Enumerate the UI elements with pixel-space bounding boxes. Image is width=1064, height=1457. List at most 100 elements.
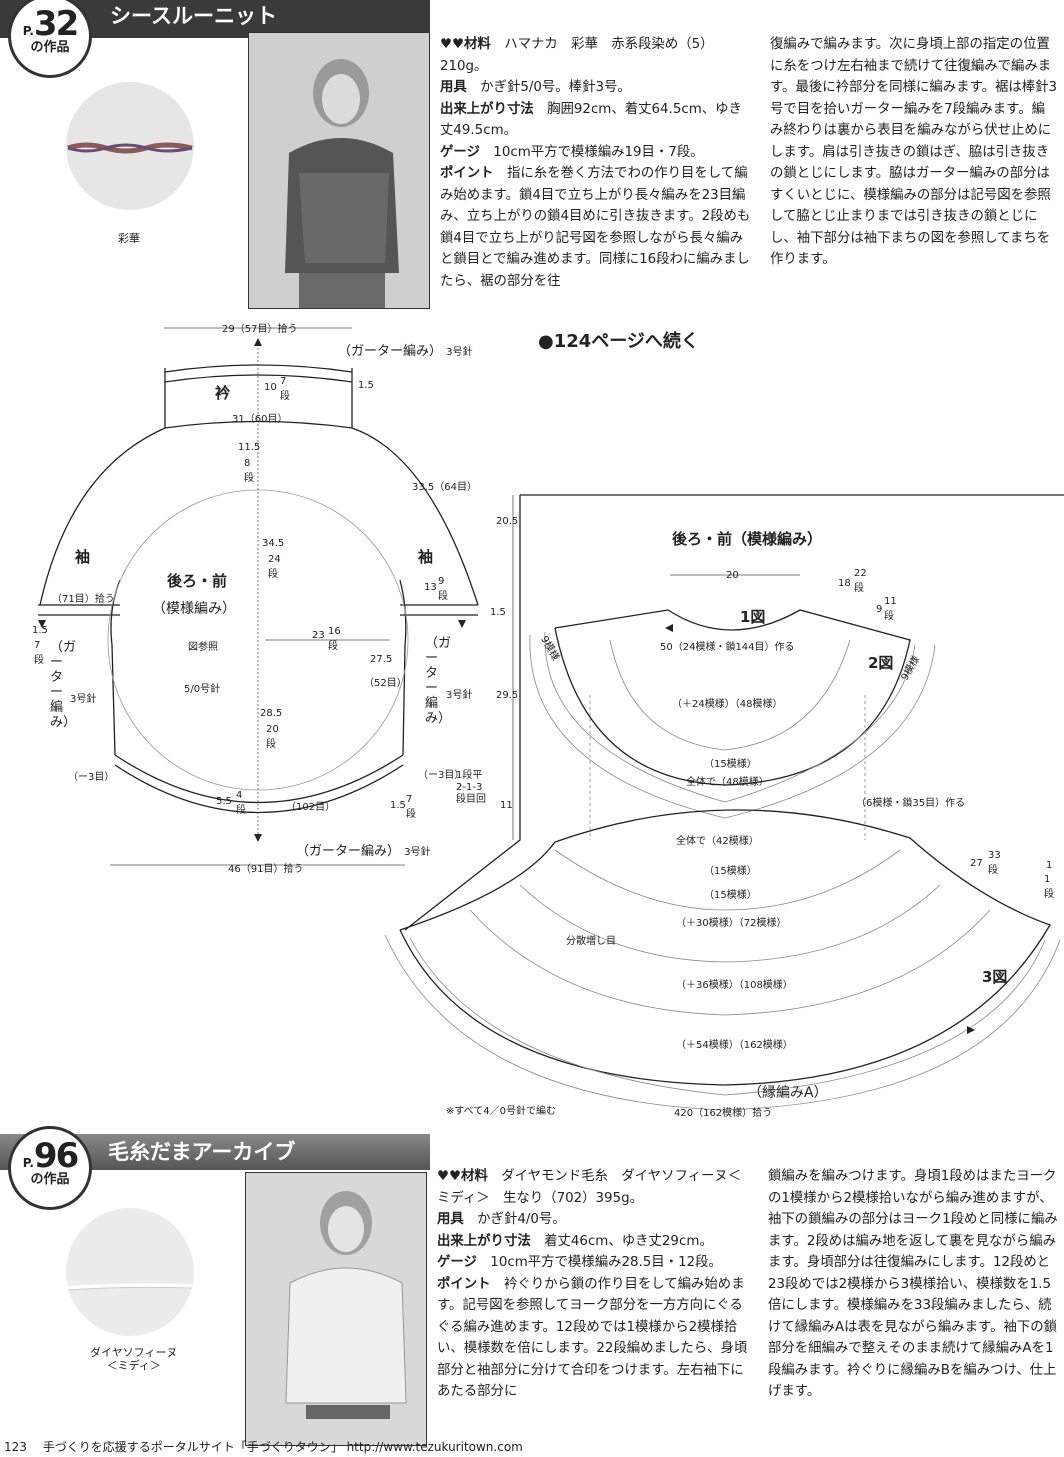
yarn-strand-icon [67,142,193,154]
lbl-52: （52目） [364,678,407,689]
lbl-11dan: 11段 [884,596,897,622]
note-all: ※すべて4／0号針で編む [446,1106,557,1117]
left-cuff [38,604,120,616]
right-sleeve-label: 袖 [418,548,434,566]
arrow-up-icon [254,338,262,346]
lbl-1-5-bottom: 1.5 [390,800,406,811]
lbl-1-5-top: 1.5 [358,380,374,391]
lbl-16dan: 16段 [328,626,341,652]
collar-outline [164,364,353,428]
top-swatch-label: 彩華 [118,232,140,245]
garter-right-label: （ガーター編み） [425,636,452,726]
lbl-4dan: 4段 [236,790,246,816]
r7: （15模様） [704,890,757,901]
bottom-gauge: ゲージ 10cm平方で模様編み28.5目・12段。 [437,1255,722,1270]
lbl-1-5-right: 1.5 [490,607,506,618]
arrow-left-icon [665,624,673,632]
badge-sub: の作品 [30,1172,70,1187]
lbl-bottom-width: 46（91目）拾う [228,864,304,875]
lbl-33-5: 33.5（64目） [412,482,477,493]
lbl-20-5: 20.5 [496,516,519,527]
fig-ref-label: 図参照 [188,642,218,653]
lbl-7dan-bottom: 7段 [406,794,416,820]
fig2-label: 2図 [868,654,894,672]
badge-number: 32 [33,4,79,44]
hem [114,754,404,814]
fig1-label: 1図 [740,608,766,626]
lbl-31: 31（60目） [232,414,288,425]
bottom-col2: 鎖編みを編みつけます。身頃1段めはまたヨークの1模様から2模様拾いながら編み進め… [768,1169,1058,1399]
lbl-8dan: 8段 [244,458,254,484]
top-point: ポイント 指に糸を巻く方法でわの作り目をして編み始めます。鎖4目で立ち上がり長々… [440,166,751,289]
lbl-102: （102目） [286,802,336,813]
footer-text: 手づくりを応援するポータルサイト「手づくりタウン」 [42,1440,343,1454]
pattern-label: （模様編み） [152,601,236,617]
lbl-22dan: 22段 [854,568,867,594]
lbl-29-5: 29.5 [496,690,519,701]
start-label: 50（24模様・鎖144目）作る [660,642,795,653]
arrow-down-icon [38,620,46,628]
continue-note: ●124ページへ続く [538,331,699,352]
lbl-18: 18 [838,578,851,589]
lbl-27-5: 27.5 [370,654,393,665]
lbl-10: 10 [264,382,277,393]
left-sleeve-outline [39,427,166,606]
badge-p: P. [22,1156,34,1170]
arrow-right-icon [967,1026,975,1034]
bottom-point: ポイント 衿ぐりから鎖の作り目をして編み始めます。記号図を参照してヨーク部分を一… [437,1276,748,1400]
bottom-model-photo [245,1172,427,1446]
back-front-label: 後ろ・前 [167,572,228,590]
note-dec: 1段平 2-1-3 段目回 [456,770,486,805]
needle-right: 3号針 [446,690,473,701]
lbl-5-5: 5.5 [216,796,232,807]
top-tools: 用具 かぎ針5/0号。棒針3号。 [440,80,631,95]
bottom-size: 出来上がり寸法 着丈46cm、ゆき丈29cm。 [437,1233,713,1249]
right-bottom: 420（162模様）拾う [674,1108,773,1119]
lbl-20: 20 [726,570,739,581]
badge-p: P. [22,24,34,38]
r10: （＋36模様）（108模様） [676,980,793,991]
top-yarn-swatch [66,82,194,210]
r4: （6模様・鎖35目）作る [856,798,966,809]
lbl-13: 13 [424,582,437,593]
model-photo-image [249,33,429,308]
lbl-23: 23 [312,630,325,641]
top-model-photo [248,32,430,309]
lbl-1-5-left: 1.5 [32,625,48,636]
bottom-title: 毛糸だまアーカイブ [108,1140,296,1164]
top-col2: 復編みで編みます。次に身頃上部の指定の位置に糸をつけ左右袖まで続けて往復編みで編… [770,37,1058,267]
footer-url[interactable]: http://www.tezukuritown.com [346,1440,523,1454]
lbl-1dan: 1段 [1044,874,1054,900]
lbl-7dan-left: 7段 [34,640,44,666]
lbl-11-5: 11.5 [238,442,261,453]
body-left [110,579,121,756]
pattern-diagrams [38,327,1064,1111]
bottom-materials: ♥♥材料 ダイヤモンド毛糸 ダイヤソフィーヌ＜ミディ＞ 生なり（702）395g… [437,1169,742,1206]
lbl-minus3-left: （ー3目） [68,772,115,783]
right-frame [404,494,1064,931]
lbl-71: （71目）拾う [52,594,115,605]
needle-left: 3号針 [70,694,97,705]
top-materials: ♥♥材料 ハマナカ 彩華 赤系段染め（5）210g。 [440,37,714,74]
r9: 分散増し目 [566,936,616,947]
lbl-33dan: 33段 [988,850,1001,876]
footer: 123 手づくりを応援するポータルサイト「手づくりタウン」 http://www… [4,1438,523,1455]
yoke-piece [554,609,911,786]
bottom-yarn-swatch [66,1208,194,1336]
r2: （15模様） [704,759,757,770]
garter-top-label: （ガーター編み） 3号針 [338,344,473,359]
garter-left-label: （ガーター編み） [50,640,77,730]
badge-sub: の作品 [30,40,70,55]
r1: （＋24模様）（48模様） [672,699,783,710]
bottom-tools: 用具 かぎ針4/0号。 [437,1212,566,1227]
top-gauge: ゲージ 10cm平方で模様編み19目・7段。 [440,144,704,160]
bottom-swatch-label: ダイヤソフィーヌ ＜ミディ＞ [90,1346,178,1372]
lbl-7dan: 7段 [280,376,290,402]
page-number: 123 [4,1440,27,1454]
badge-number: 96 [33,1136,79,1176]
lbl-11: 11 [500,800,513,811]
top-col1: ♥♥材料 ハマナカ 彩華 赤系段染め（5）210g。 用具 かぎ針5/0号。棒針… [440,34,752,292]
lbl-9dan: 9段 [438,576,448,602]
right-title: 後ろ・前（模様編み） [672,530,823,548]
r6: （15模様） [704,866,757,877]
